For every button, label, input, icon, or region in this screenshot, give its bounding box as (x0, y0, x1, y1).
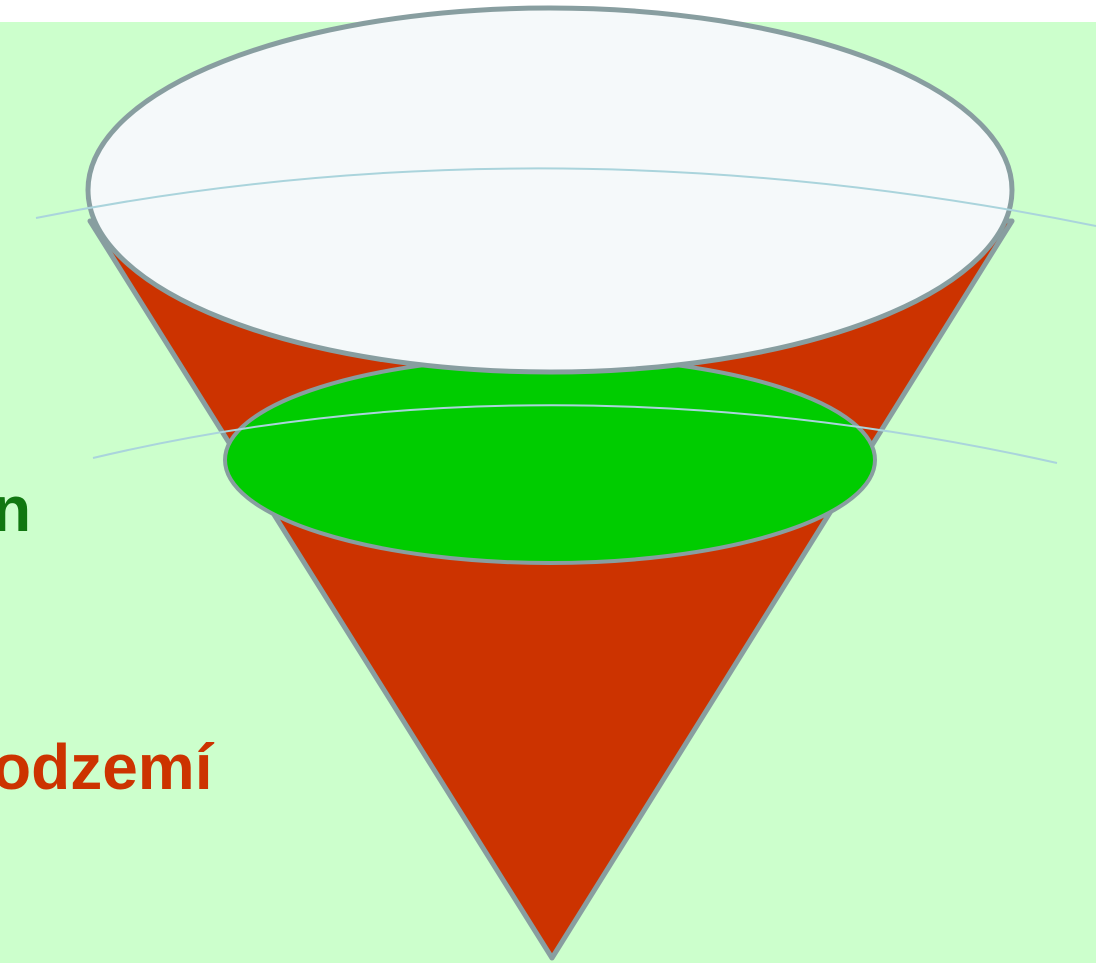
middle-surface (223, 355, 877, 565)
upper-zone-label: n (0, 473, 32, 545)
middle-guide-line (92, 404, 1058, 464)
top-guide-line (35, 167, 1096, 227)
lower-zone-label: odzemí (0, 731, 213, 803)
top-surface (85, 5, 1015, 375)
